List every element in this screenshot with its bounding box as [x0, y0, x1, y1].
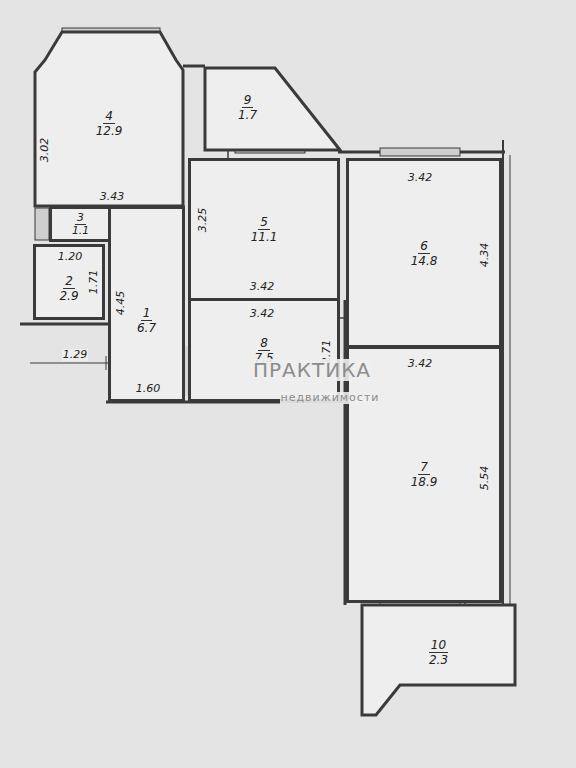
dimension-label: 3.42 [407, 358, 434, 370]
room-area: 1.1 [70, 225, 91, 237]
room-area: 14.8 [409, 254, 440, 268]
dimension-label: 3.43 [99, 191, 126, 203]
room-area: 18.9 [409, 475, 440, 489]
room: 102.3 [360, 603, 517, 717]
room-number: 9 [242, 93, 254, 108]
room-area: 11.1 [249, 230, 280, 244]
room-number: 7 [418, 460, 430, 475]
room-text: 31.1 [52, 209, 109, 239]
watermark: ПРАКТИКА [252, 359, 372, 381]
room-text: 614.8 [349, 161, 499, 345]
room-text: 718.9 [349, 349, 499, 600]
room-number: 6 [418, 239, 430, 254]
room-text: 511.1 [191, 161, 337, 298]
dimension-label: 3.42 [249, 308, 276, 320]
room-text: 102.3 [360, 595, 517, 709]
room-number: 3 [75, 212, 86, 225]
room-area: 12.9 [94, 124, 125, 138]
dimension-label: 5.54 [479, 465, 491, 492]
room: 91.7 [203, 66, 342, 152]
room-number: 8 [258, 336, 270, 351]
room-outline [203, 66, 342, 152]
dimension-label: 3.42 [407, 172, 434, 184]
room: 412.9 [33, 28, 185, 208]
room-area: 1.7 [236, 108, 259, 122]
room-text: 91.7 [178, 64, 317, 150]
dimension-label: 1.71 [88, 269, 100, 296]
dimension-label: 3.42 [249, 281, 276, 293]
dimension-label: 3.25 [197, 207, 209, 234]
dimension-label: 3.02 [39, 137, 51, 164]
room-number: 5 [258, 215, 270, 230]
room-area: 6.7 [135, 321, 158, 335]
room: 511.1 [188, 158, 340, 301]
room-number: 10 [429, 638, 448, 653]
room-area: 2.9 [57, 289, 80, 303]
room-text: 412.9 [33, 33, 185, 213]
dimension-label: 1.60 [135, 383, 162, 395]
room-number: 4 [103, 109, 115, 124]
watermark: недвижимости [280, 392, 381, 404]
dimension-label: 4.45 [115, 290, 127, 317]
room-area: 2.3 [427, 653, 450, 667]
dimension-label: 4.34 [479, 242, 491, 269]
room-number: 2 [63, 274, 75, 289]
dimension-label: 1.29 [62, 349, 89, 361]
room-number: 1 [141, 306, 153, 321]
room: 31.1 [49, 206, 112, 242]
dimension-label: 1.20 [57, 251, 84, 263]
